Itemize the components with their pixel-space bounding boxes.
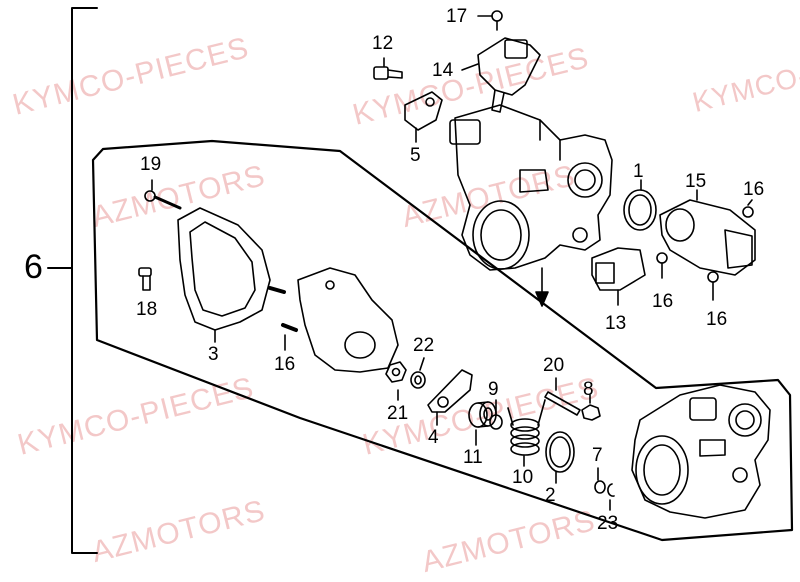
callout-14: 14 [432, 60, 454, 81]
callout-15: 15 [685, 171, 707, 192]
callout-17: 17 [446, 6, 468, 27]
part-12-bolt [373, 57, 403, 80]
callout-5: 5 [410, 145, 421, 166]
part-16-screws-top [656, 199, 754, 301]
callout-16: 16 [743, 179, 765, 200]
callout-16: 16 [652, 291, 674, 312]
part-16-studs-left [268, 286, 298, 351]
assembly-bracket [47, 7, 98, 554]
part-7-washer [594, 467, 606, 494]
part-3-cover [177, 207, 271, 343]
callout-21: 21 [387, 403, 409, 424]
part-17-screw [477, 10, 503, 31]
part-10-spring [507, 399, 546, 467]
direction-arrow [535, 267, 549, 307]
part-4-lever [427, 369, 473, 426]
part-22-washer [410, 357, 426, 389]
callout-23: 23 [597, 513, 619, 534]
part-13-sensor [591, 247, 646, 306]
part-18-bolt [138, 267, 152, 291]
part-5-plate [404, 91, 443, 143]
part-23-clip [607, 483, 615, 511]
callout-1: 1 [633, 161, 644, 182]
callout-10: 10 [512, 467, 534, 488]
callout-16: 16 [706, 309, 728, 330]
callout-19: 19 [140, 154, 162, 175]
callout-20: 20 [543, 355, 565, 376]
part-1-oring [623, 179, 657, 231]
callout-22: 22 [413, 335, 435, 356]
callout-2: 2 [545, 485, 556, 506]
part-15-idle-valve [659, 189, 756, 276]
callout-11: 11 [463, 447, 483, 468]
callout-16: 16 [274, 354, 296, 375]
part-9-ring [489, 399, 503, 430]
callout-8: 8 [583, 379, 594, 400]
callout-4: 4 [428, 427, 439, 448]
part-14-sensor [461, 37, 541, 113]
callout-7: 7 [592, 445, 603, 466]
part-19-bolt [144, 179, 182, 210]
callout-13: 13 [605, 313, 627, 334]
part-21-nut [385, 361, 407, 401]
throttle-body-lower [631, 384, 771, 519]
callout-3: 3 [208, 344, 219, 365]
part-2-oring [545, 431, 575, 484]
throttle-body-main [449, 104, 613, 271]
callout-9: 9 [488, 379, 499, 400]
part-8-nut [581, 394, 601, 421]
callout-6: 6 [24, 248, 43, 286]
callout-12: 12 [372, 33, 394, 54]
part-20-pin [544, 377, 581, 416]
part-11-bearing [468, 401, 497, 446]
subassembly-outline [91, 139, 794, 542]
cover-housing [297, 267, 399, 373]
callout-18: 18 [136, 299, 158, 320]
